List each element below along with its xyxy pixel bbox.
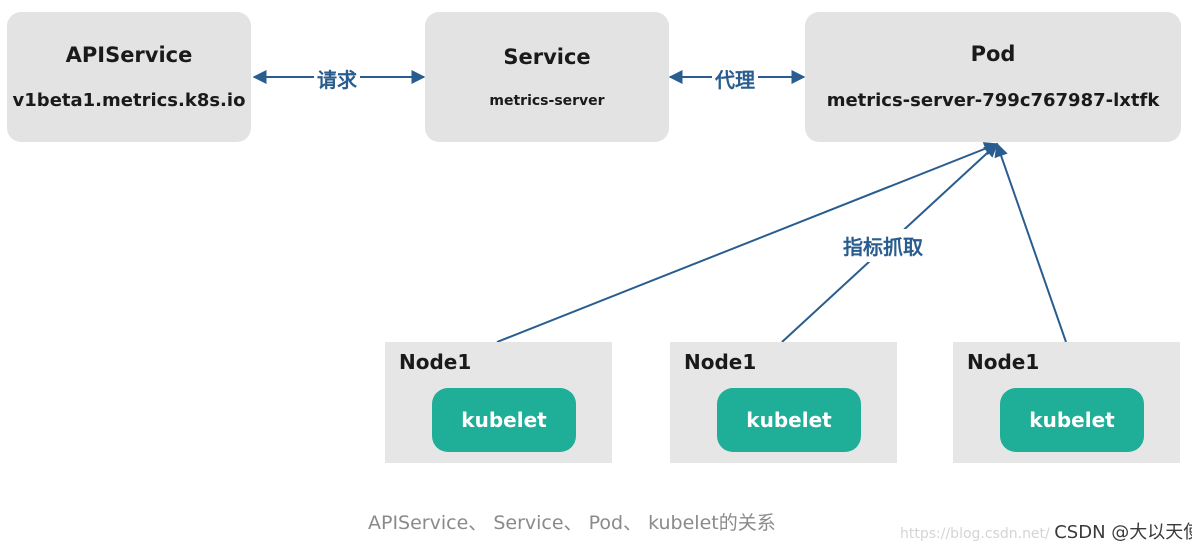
kubelet-box: kubelet [717, 388, 861, 452]
service-box: Service metrics-server [425, 12, 669, 142]
watermark-url: https://blog.csdn.net/ [900, 526, 1050, 542]
apiservice-subtitle: v1beta1.metrics.k8s.io [12, 90, 246, 111]
kubelet-box: kubelet [1000, 388, 1144, 452]
apiservice-box: APIService v1beta1.metrics.k8s.io [7, 12, 251, 142]
service-subtitle: metrics-server [489, 93, 605, 109]
node-label: Node1 [967, 350, 1040, 374]
node-label: Node1 [399, 350, 472, 374]
scrape-arrow-node-1 [496, 142, 999, 343]
scrape-label: 指标抓取 [840, 229, 926, 262]
worker-node-1: Node1 kubelet [385, 342, 612, 463]
service-title: Service [503, 45, 591, 69]
apiservice-title: APIService [65, 43, 193, 67]
pod-box: Pod metrics-server-799c767987-lxtfk [805, 12, 1181, 142]
pod-subtitle: metrics-server-799c767987-lxtfk [826, 90, 1160, 111]
worker-node-2: Node1 kubelet [670, 342, 897, 463]
request-label: 请求 [314, 64, 360, 93]
figure-caption: APIService、 Service、 Pod、 kubelet的关系 [368, 512, 776, 534]
scrape-arrow-node-3 [994, 142, 1067, 343]
proxy-label: 代理 [712, 64, 758, 93]
kubelet-box: kubelet [432, 388, 576, 452]
watermark: https://blog.csdn.net/ CSDN @大以天使123 [900, 518, 1192, 544]
watermark-author: CSDN @大以天使123 [1054, 522, 1192, 543]
worker-node-3: Node1 kubelet [953, 342, 1180, 463]
pod-title: Pod [970, 42, 1016, 66]
node-label: Node1 [684, 350, 757, 374]
